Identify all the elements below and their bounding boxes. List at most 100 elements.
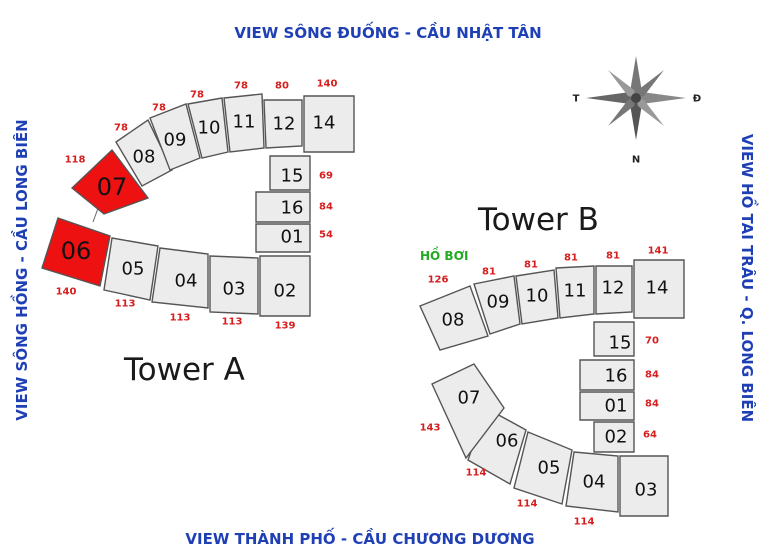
view-label-top: VIEW SÔNG ĐUỐNG - CẦU NHẬT TÂN: [234, 21, 541, 42]
unit-a-15[interactable]: 15 69: [269, 155, 333, 191]
unit-b-07-number: 07: [458, 388, 481, 409]
unit-b-02-area: 64: [643, 430, 657, 441]
view-label-right: VIEW HỒ TAI TRÂU - Q. LONG BIÊN: [738, 134, 760, 422]
unit-a-12[interactable]: 12 80: [263, 81, 303, 149]
unit-a-07-area: 118: [65, 155, 86, 166]
unit-b-01-area: 84: [645, 399, 659, 410]
unit-b-12-area: 81: [606, 251, 620, 262]
unit-a-06-area: 140: [56, 287, 77, 298]
unit-a-07[interactable]: 07 118: [65, 148, 150, 215]
view-label-bottom: VIEW THÀNH PHỐ - CẦU CHƯƠNG DƯƠNG: [185, 527, 534, 548]
unit-b-14[interactable]: 14 141: [633, 246, 685, 319]
unit-a-02-number: 02: [274, 281, 297, 302]
pool-label: HỒ BƠI: [420, 246, 469, 263]
unit-b-06-area: 114: [466, 468, 487, 479]
unit-a-09[interactable]: 09 78: [149, 103, 201, 171]
unit-a-15-number: 15: [281, 166, 304, 187]
unit-b-05[interactable]: 05 114: [513, 431, 573, 510]
unit-a-11[interactable]: 11 78: [223, 81, 265, 153]
unit-a-05-area: 113: [115, 299, 136, 310]
unit-b-03-number: 03: [635, 480, 658, 501]
unit-a-01-area: 54: [319, 230, 333, 241]
unit-b-07-area: 143: [420, 423, 441, 434]
unit-a-02-area: 139: [275, 321, 296, 332]
unit-a-06-number: 06: [61, 237, 92, 265]
unit-b-15-area: 70: [645, 336, 659, 347]
unit-a-08-number: 08: [133, 147, 156, 168]
unit-a-07-number: 07: [97, 173, 128, 201]
unit-a-12-number: 12: [273, 114, 296, 135]
compass-east-label: Đ: [693, 94, 701, 105]
unit-b-05-number: 05: [538, 458, 561, 479]
unit-a-06[interactable]: 06 140: [41, 217, 111, 298]
unit-a-01[interactable]: 01 54: [255, 223, 333, 253]
unit-a-14[interactable]: 14 140: [303, 79, 355, 153]
unit-a-10-number: 10: [198, 118, 221, 139]
unit-b-03[interactable]: 03: [619, 455, 669, 517]
unit-a-10-area: 78: [190, 90, 204, 101]
unit-a-14-number: 14: [313, 113, 336, 134]
unit-b-14-area: 141: [648, 246, 669, 257]
unit-b-16-area: 84: [645, 370, 659, 381]
unit-a-08[interactable]: 08 78: [114, 118, 173, 187]
unit-b-11[interactable]: 11 81: [555, 253, 595, 319]
unit-b-09[interactable]: 09 81: [473, 267, 521, 335]
unit-b-08-area: 126: [428, 275, 449, 286]
compass-north-label: N: [632, 155, 640, 166]
unit-a-05[interactable]: 05 113: [103, 237, 159, 310]
unit-a-04-area: 113: [170, 313, 191, 324]
unit-a-12-area: 80: [275, 81, 289, 92]
unit-a-03-number: 03: [223, 279, 246, 300]
unit-b-10-number: 10: [526, 286, 549, 307]
unit-b-07[interactable]: 07 143: [420, 363, 505, 460]
unit-a-10[interactable]: 10 78: [187, 90, 229, 159]
unit-b-04-area: 114: [574, 517, 595, 528]
unit-a-15-area: 69: [319, 171, 333, 182]
tower-a: Tower A 07 118 06 140 08 78 09 78: [41, 79, 355, 388]
unit-a-03-area: 113: [222, 317, 243, 328]
unit-a-11-number: 11: [233, 112, 256, 133]
unit-a-02[interactable]: 02 139: [259, 255, 311, 332]
unit-b-06-number: 06: [496, 431, 519, 452]
unit-b-14-number: 14: [646, 278, 669, 299]
unit-a-08-area: 78: [114, 123, 128, 134]
unit-b-11-number: 11: [564, 281, 587, 302]
unit-b-04-number: 04: [583, 472, 606, 493]
unit-a-16[interactable]: 16 84: [255, 191, 333, 223]
unit-b-12-number: 12: [602, 278, 625, 299]
tower-b: Tower B 08 126 09 81 10 81 11 81 12: [419, 202, 685, 528]
unit-b-09-number: 09: [487, 292, 510, 313]
unit-b-04[interactable]: 04 114: [565, 451, 619, 528]
unit-a-05-number: 05: [122, 259, 145, 280]
unit-a-16-area: 84: [319, 202, 333, 213]
unit-a-09-number: 09: [164, 130, 187, 151]
unit-b-02[interactable]: 02 64: [593, 421, 657, 453]
unit-b-16[interactable]: 16 84: [579, 359, 659, 391]
unit-b-05-area: 114: [517, 499, 538, 510]
unit-b-15-number: 15: [609, 333, 632, 354]
unit-a-03[interactable]: 03 113: [209, 255, 259, 328]
unit-a-04-number: 04: [175, 271, 198, 292]
unit-b-02-number: 02: [605, 427, 628, 448]
unit-b-12[interactable]: 12 81: [595, 251, 633, 315]
unit-a-11-area: 78: [234, 81, 248, 92]
unit-b-01-number: 01: [605, 396, 628, 417]
unit-b-10-area: 81: [524, 260, 538, 271]
unit-b-10[interactable]: 10 81: [515, 260, 559, 325]
unit-a-14-area: 140: [317, 79, 338, 90]
unit-a-09-area: 78: [152, 103, 166, 114]
unit-b-01[interactable]: 01 84: [579, 391, 659, 421]
tower-a-title: Tower A: [123, 352, 245, 388]
compass-west-label: T: [573, 94, 580, 105]
view-label-left: VIEW SÔNG HỒNG - CẦU LONG BIÊN: [9, 119, 31, 420]
unit-b-09-area: 81: [482, 267, 496, 278]
unit-b-15[interactable]: 15 70: [593, 321, 659, 357]
unit-b-11-area: 81: [564, 253, 578, 264]
unit-b-08-number: 08: [442, 310, 465, 331]
unit-b-16-number: 16: [605, 366, 628, 387]
unit-b-08[interactable]: 08 126: [419, 275, 489, 351]
unit-a-01-number: 01: [281, 227, 304, 248]
unit-a-16-number: 16: [281, 198, 304, 219]
unit-a-04[interactable]: 04 113: [151, 247, 209, 324]
